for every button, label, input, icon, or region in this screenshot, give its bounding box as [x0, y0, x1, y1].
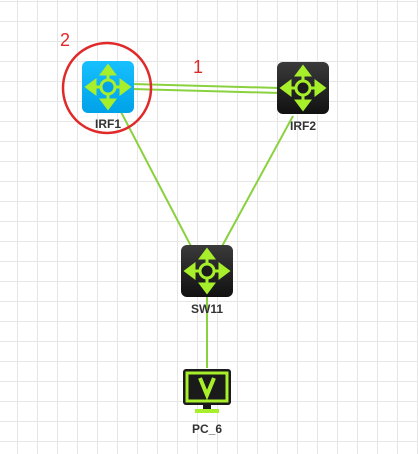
device-irf1[interactable]: [82, 61, 134, 113]
router-switch-icon: [183, 247, 231, 295]
device-irf2[interactable]: [277, 62, 329, 114]
router-switch-icon: [84, 63, 132, 111]
router-switch-icon: [279, 64, 327, 112]
device-pc6[interactable]: [181, 366, 233, 416]
device-label-sw11: SW11: [190, 302, 223, 316]
link-irf1-irf2-b[interactable]: [131, 88, 281, 94]
pc-monitor-icon: [183, 369, 231, 413]
link-irf1-sw11[interactable]: [119, 109, 194, 251]
device-label-irf2: IRF2: [289, 119, 316, 133]
highlight-circle: [61, 41, 153, 135]
link-irf2-sw11[interactable]: [219, 115, 294, 251]
device-label-irf1: IRF1: [94, 117, 121, 131]
device-label-pc6: PC_6: [191, 422, 223, 436]
device-sw11[interactable]: [181, 245, 233, 297]
annotation-number-link: 1: [193, 57, 204, 77]
link-irf1-irf2-a[interactable]: [131, 83, 281, 89]
annotation-number-circle: 2: [60, 30, 71, 50]
